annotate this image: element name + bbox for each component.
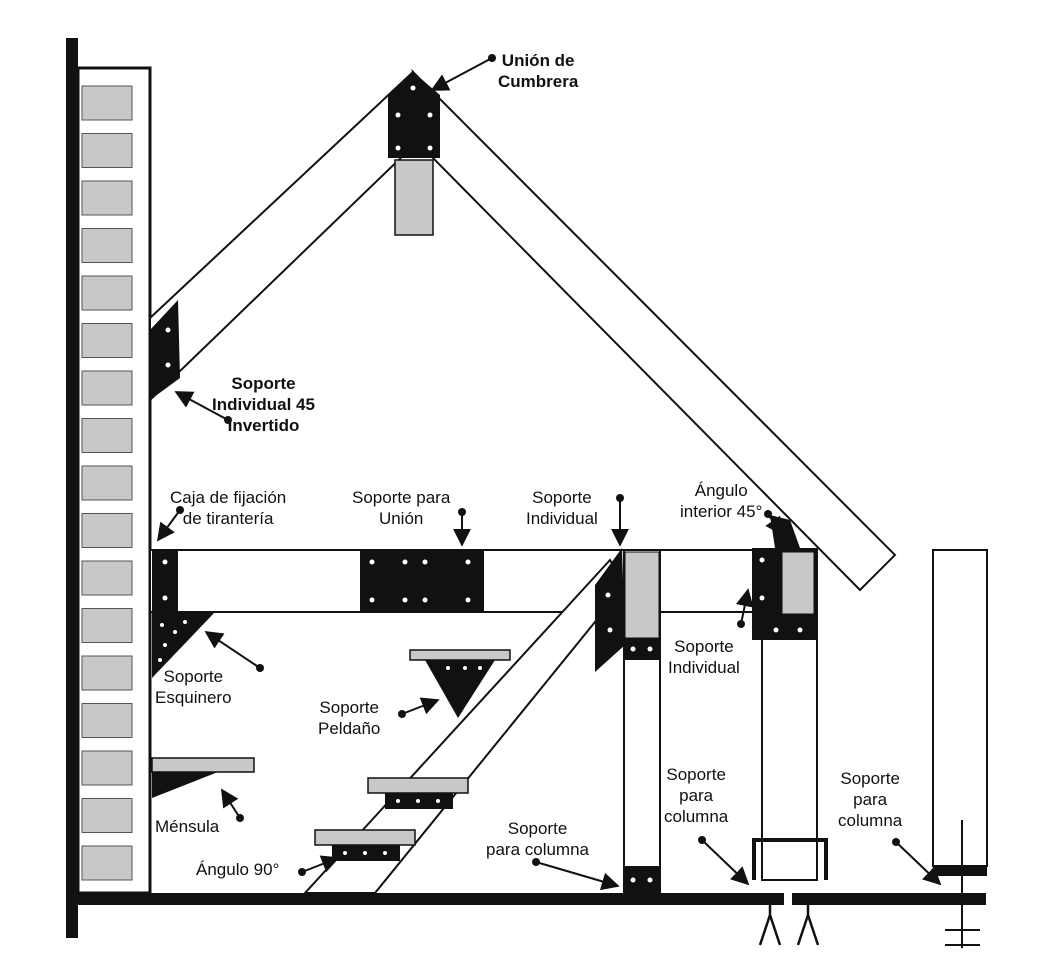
mensula-bracket [152, 772, 218, 798]
column-3 [932, 549, 988, 948]
brick [81, 560, 133, 596]
brick [81, 465, 133, 501]
column-1 [623, 549, 661, 894]
label-soporte-columna-1: Soporte para columna [486, 819, 590, 859]
mensula-shelf [151, 757, 255, 773]
label-soporte-individual-top: Soporte Individual [526, 488, 598, 528]
brick-wall [66, 38, 152, 938]
corner-bracket [152, 612, 215, 678]
stair-treads [314, 649, 511, 861]
label-angulo-interior: Ángulo interior 45° [680, 481, 763, 521]
label-soporte-columna-3: Soporte para columna [838, 769, 903, 830]
label-mensula: Ménsula [155, 817, 220, 836]
inverted-45-bracket [150, 300, 180, 400]
bricks [81, 85, 133, 881]
label-soporte-union: Soporte para Unión [352, 488, 451, 528]
brick [81, 418, 133, 453]
label-soporte-individual-45: Soporte Individual 45 Invertido [212, 374, 315, 435]
brick [81, 703, 133, 738]
brick [81, 85, 133, 121]
label-soporte-individual-right: Soporte Individual [668, 637, 740, 677]
label-soporte-esquinero: Soporte Esquinero [155, 667, 232, 707]
leader-dots [176, 54, 900, 876]
brick [81, 133, 133, 168]
column-2 [752, 515, 828, 946]
brick [81, 323, 133, 358]
tie-beam [149, 549, 816, 613]
brick [81, 655, 133, 691]
brick [81, 370, 133, 406]
brick [81, 608, 133, 643]
brick [81, 798, 133, 833]
ground-beam [66, 893, 986, 905]
label-union-cumbrera: Unión de Cumbrera [498, 51, 579, 91]
label-angulo-90: Ángulo 90° [196, 860, 280, 879]
stringer-bracket [595, 548, 625, 672]
brick [81, 750, 133, 786]
brick [81, 513, 133, 548]
label-soporte-columna-2: Soporte para columna [664, 765, 729, 826]
brick [81, 228, 133, 263]
label-caja-fijacion: Caja de fijación de tirantería [170, 488, 287, 528]
ridge-joint [388, 72, 440, 236]
label-soporte-peldano: Soporte Peldaño [318, 698, 381, 738]
brick [81, 275, 133, 311]
brick [81, 180, 133, 216]
leader-lines [156, 57, 942, 891]
brick [81, 845, 133, 881]
